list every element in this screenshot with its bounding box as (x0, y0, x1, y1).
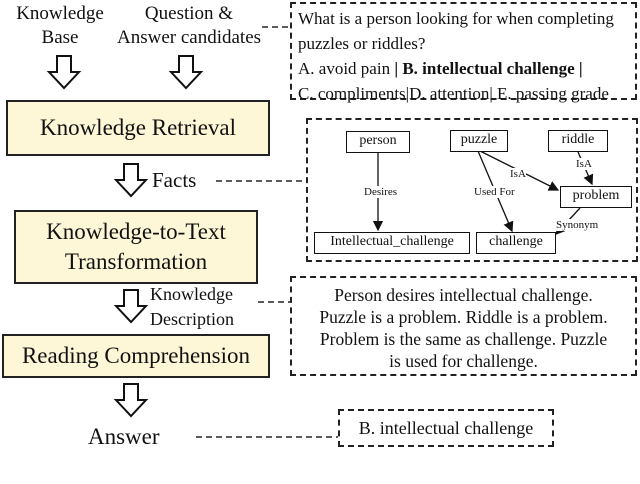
stage-knowledge-to-text: Knowledge-to-Text Transformation (14, 210, 258, 284)
kg-node-problem: problem (560, 186, 632, 208)
answer-label: Answer (88, 424, 160, 449)
down-arrow-kb (46, 55, 82, 90)
answer-box: B. intellectual challenge (338, 409, 554, 447)
option-e: E. passing grade (497, 84, 609, 103)
stage-reading-comprehension: Reading Comprehension (2, 334, 270, 378)
kg-node-challenge: challenge (476, 232, 556, 254)
option-d: D. attention (409, 84, 490, 103)
question-line-2: puzzles or riddles? (298, 34, 426, 53)
down-arrow-facts (113, 163, 149, 198)
options-row-1: A. avoid pain | B. intellectual challeng… (298, 59, 583, 78)
kg-edge-puzzle-isa: IsA (510, 168, 526, 180)
option-a: A. avoid pain (298, 59, 391, 78)
option-c: C. compliments (298, 84, 406, 103)
question-line-1: What is a person looking for when comple… (298, 9, 614, 28)
down-arrow-description (113, 289, 149, 324)
kg-edge-riddle-isa: IsA (576, 158, 592, 170)
knowledge-base-label: Knowledge Base (16, 3, 104, 48)
kg-node-puzzle: puzzle (450, 130, 508, 152)
facts-label: Facts (152, 168, 197, 192)
kg-edge-usedfor: Used For (474, 186, 515, 198)
kg-node-person: person (346, 131, 410, 153)
stage-knowledge-retrieval: Knowledge Retrieval (6, 100, 270, 156)
kg-node-intellectual-challenge: Intellectual_challenge (314, 232, 470, 254)
knowledge-description-label: Knowledge Description (150, 284, 234, 329)
question-candidates-label: Question & Answer candidates (116, 3, 262, 48)
kg-edge-synonym: Synonym (556, 219, 599, 231)
down-arrow-answer (113, 383, 149, 418)
knowledge-graph-box (306, 118, 638, 262)
options-row-2: C. compliments|D. attention| E. passing … (298, 84, 609, 103)
option-b: B. intellectual challenge (402, 59, 575, 78)
kg-edge-desires: Desires (364, 186, 397, 198)
kg-node-riddle: riddle (548, 130, 608, 152)
down-arrow-question (168, 55, 204, 90)
question-box: What is a person looking for when comple… (290, 2, 637, 103)
knowledge-description-box: Person desires intellectual challenge. P… (290, 276, 637, 376)
